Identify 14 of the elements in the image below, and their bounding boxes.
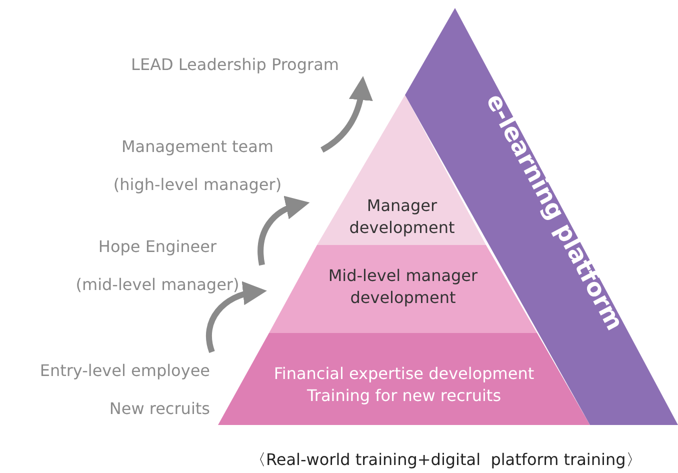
curved-arrow <box>258 196 310 266</box>
level-label: (mid-level manager) <box>74 274 240 296</box>
level-label: New recruits <box>108 398 210 420</box>
curved-arrow <box>206 282 267 353</box>
tier-label: Financial expertise development Training for new recruits <box>272 363 536 407</box>
curved-arrow <box>320 76 372 153</box>
level-label: Hope Engineer <box>97 236 218 258</box>
caption: 〈Real-world training+digital platform training〉 <box>250 450 642 471</box>
level-label: (high-level manager) <box>112 174 283 196</box>
level-label: Entry-level employee <box>38 360 210 382</box>
level-label: LEAD Leadership Program <box>130 54 340 76</box>
tier-label: Manager development <box>348 195 456 239</box>
tier-label: Mid-level manager development <box>327 265 479 309</box>
level-label: Management team <box>120 136 274 158</box>
